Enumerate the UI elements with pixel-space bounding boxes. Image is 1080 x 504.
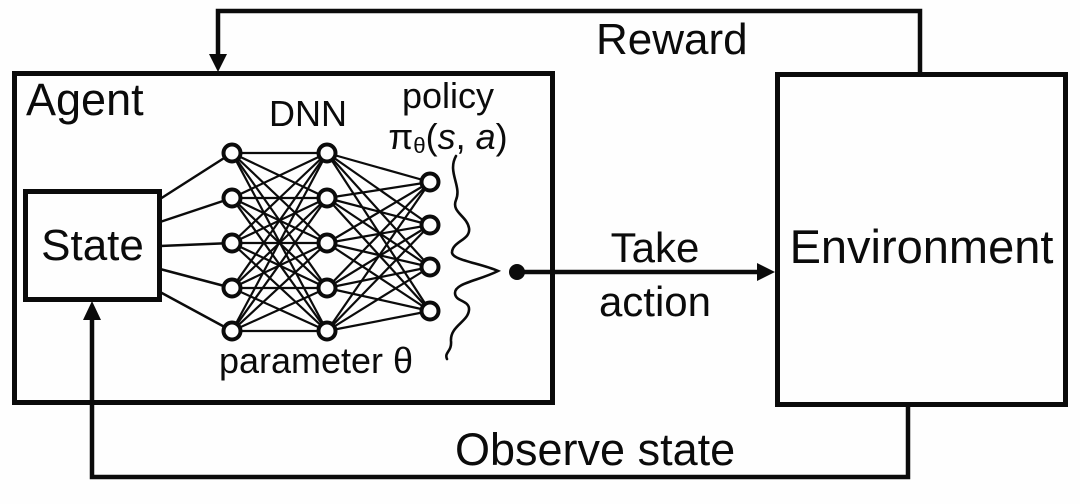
reward-arrow xyxy=(209,8,923,72)
agent-label: Agent xyxy=(26,74,144,125)
dnn-edge xyxy=(326,181,431,289)
dnn-edge xyxy=(326,266,431,332)
dnn-node xyxy=(316,277,338,299)
agent-box xyxy=(12,71,555,405)
dnn-edge xyxy=(231,242,328,332)
dnn-node xyxy=(316,187,338,209)
dnn-edge xyxy=(326,181,431,332)
state-input-connections xyxy=(159,151,233,333)
observe-state-arrow xyxy=(83,301,911,480)
dnn-edge xyxy=(326,152,431,268)
dnn-node xyxy=(221,187,243,209)
dnn-edge xyxy=(231,152,328,332)
policy-label: policy xyxy=(401,75,495,116)
dnn-node xyxy=(221,232,243,254)
state-box: State xyxy=(23,189,162,302)
dnn-edge xyxy=(159,267,233,290)
dnn-node xyxy=(419,300,441,322)
take-action-label: Take action xyxy=(582,221,728,329)
dnn-edge xyxy=(326,309,431,333)
take-action-line1: Take xyxy=(610,224,700,271)
dnn-edge xyxy=(326,224,431,332)
dnn-node xyxy=(221,142,243,164)
state-label: State xyxy=(41,220,144,270)
parameter-theta-label: parameter θ xyxy=(218,340,414,381)
observe-arrowhead-icon xyxy=(83,301,101,320)
dnn-node xyxy=(419,214,441,236)
reward-label: Reward xyxy=(596,15,748,64)
policy-caption: policy πθ(s, a) xyxy=(388,75,508,166)
state-arg: s xyxy=(437,116,456,157)
dnn-edge xyxy=(326,181,431,244)
dnn-edge xyxy=(326,180,431,200)
take-action-line2: action xyxy=(598,278,712,325)
dnn-edge xyxy=(159,290,233,333)
dnn-node xyxy=(419,256,441,278)
dnn-nodes xyxy=(221,142,441,342)
close-paren: ) xyxy=(495,116,508,157)
dnn-node xyxy=(419,171,441,193)
policy-formula: πθ(s, a) xyxy=(388,116,508,166)
dnn-edge xyxy=(231,286,328,333)
dnn-node xyxy=(316,232,338,254)
take-action-arrow xyxy=(509,263,775,281)
dnn-edge xyxy=(231,152,328,244)
dnn-edges xyxy=(231,151,431,333)
dnn-edge xyxy=(326,197,431,268)
open-paren: ( xyxy=(425,116,438,157)
environment-label: Environment xyxy=(789,220,1054,273)
dnn-node xyxy=(316,320,338,342)
observe-state-label: Observe state xyxy=(455,424,736,475)
dnn-edge xyxy=(231,152,328,199)
action-sample-dot xyxy=(509,264,525,280)
reward-arrowhead-icon xyxy=(209,54,227,72)
theta-subscript: θ xyxy=(413,133,426,159)
dnn-node xyxy=(316,142,338,164)
dnn-edge xyxy=(159,241,233,248)
take-action-arrowhead-icon xyxy=(757,263,775,281)
dnn-edge xyxy=(159,151,233,201)
comma: , xyxy=(455,116,476,157)
policy-distribution-squiggle-icon xyxy=(445,154,502,361)
action-arg: a xyxy=(475,116,496,157)
environment-box: Environment xyxy=(775,72,1068,407)
pi-symbol: π xyxy=(388,116,414,157)
dnn-edge xyxy=(326,151,431,184)
dnn-node xyxy=(221,320,243,342)
dnn-label: DNN xyxy=(269,93,347,134)
dnn-node xyxy=(221,277,243,299)
dnn-edge xyxy=(231,152,328,289)
dnn-edge xyxy=(159,196,233,224)
dnn-edge xyxy=(231,197,328,332)
